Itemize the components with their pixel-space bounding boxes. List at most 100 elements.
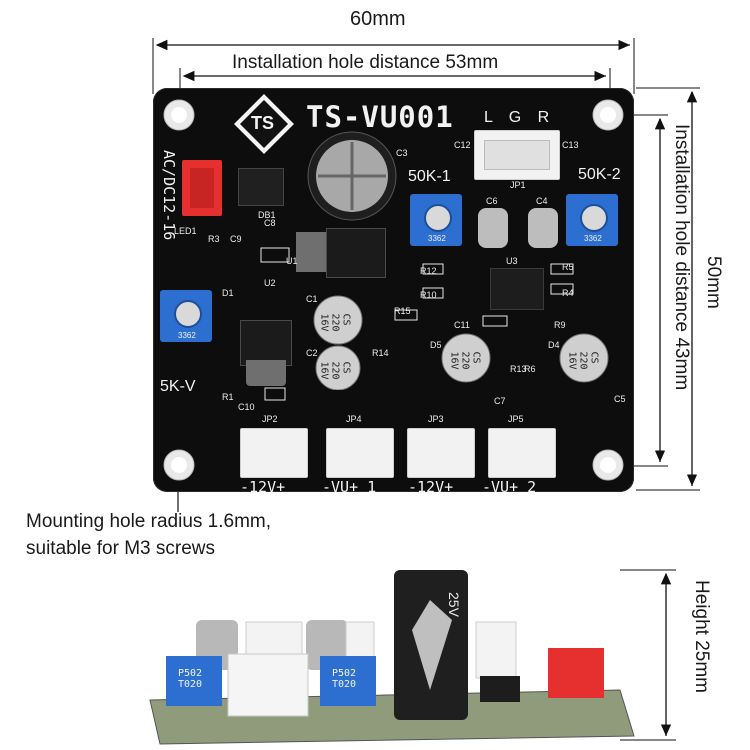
cap-text-cs: CS <box>340 361 352 374</box>
lgr-label: L G R <box>484 109 556 126</box>
side-cap-rating: 25V <box>446 592 462 617</box>
c6-label: C6 <box>486 196 498 206</box>
c8-label: C8 <box>264 218 276 228</box>
cap-text-c7: CS 220 16V <box>449 351 482 369</box>
d5-label: D5 <box>430 340 442 350</box>
pot-50k-2-knob <box>580 204 608 232</box>
width-dimension-label: 60mm <box>350 8 406 30</box>
capacitor-d5-area <box>441 333 491 383</box>
c5-label: C5 <box>614 394 626 404</box>
cap-text-16v: 16V <box>566 351 578 370</box>
c11-label: C11 <box>454 320 470 330</box>
ts-logo-text: TS <box>251 113 275 133</box>
pot-code-2: 3362 <box>584 234 602 243</box>
regulator-u2 <box>240 320 292 366</box>
jp1-slot <box>484 140 550 170</box>
board-title: TS-VU001 <box>306 100 454 134</box>
regulator-u2-tab <box>246 360 286 386</box>
c13-label: C13 <box>562 140 579 150</box>
r13-label: R13 <box>510 364 527 374</box>
c12-label: C12 <box>454 140 471 150</box>
connector-jp4[interactable] <box>326 428 394 478</box>
ts-logo <box>234 94 294 154</box>
jp3-label: -12V+ <box>408 478 454 496</box>
cap-text-c5: CS 220 16V <box>567 351 600 369</box>
pot-code-top: P502 <box>178 668 203 679</box>
r9-label: R9 <box>554 320 566 330</box>
capacitor-c5 <box>559 333 609 383</box>
pot-code-bottom: T020 <box>332 679 357 690</box>
r15-label: R15 <box>394 306 411 316</box>
connector-jp2[interactable] <box>240 428 308 478</box>
jp4-id: JP4 <box>346 414 362 424</box>
cap-text-220: 220 <box>459 351 471 370</box>
cap-text-cs: CS <box>588 351 600 364</box>
r10-label: R10 <box>420 290 437 300</box>
pot-code-top: P502 <box>332 668 357 679</box>
d4-label: D4 <box>548 340 560 350</box>
db1-label: DB1 <box>258 210 276 220</box>
c3-label: C3 <box>396 148 408 158</box>
caps-c1-c2 <box>313 295 363 390</box>
capacitor-c3 <box>307 131 397 221</box>
jp2-id: JP2 <box>262 414 278 424</box>
pot-code-3: 3362 <box>178 331 196 340</box>
regulator-u1-tab <box>296 232 326 272</box>
cap-text-c1: CS 220 16V <box>319 313 352 331</box>
height-dimension-label: 50mm <box>703 256 724 309</box>
side-height-label: Height 25mm <box>691 580 712 693</box>
cap-text-220: 220 <box>329 361 341 380</box>
side-pot1-code: P502 T020 <box>178 668 202 690</box>
cap-text-16v: 16V <box>318 313 330 332</box>
pot-code-bottom: T020 <box>178 679 203 690</box>
cap-text-16v: 16V <box>448 351 460 370</box>
r5-label: R5 <box>562 262 574 272</box>
connector-jp5[interactable] <box>488 428 556 478</box>
jp1-label: JP1 <box>510 180 526 190</box>
opamp-u3 <box>490 268 544 310</box>
cap-text-220: 220 <box>329 313 341 332</box>
u1-label: U1 <box>286 256 298 266</box>
jp4-label: -VU+ 1 <box>322 478 377 496</box>
r12-label: R12 <box>420 266 437 276</box>
mounting-hole-note-line2: suitable for M3 screws <box>26 538 216 559</box>
c2-label: C2 <box>306 348 318 358</box>
side-pot2-code: P502 T020 <box>332 668 356 690</box>
pot-left-label: 50K-1 <box>408 168 451 185</box>
jp5-id: JP5 <box>508 414 524 424</box>
connector-slot <box>190 168 214 208</box>
cap-text-16v: 16V <box>318 361 330 380</box>
r3-label: R3 <box>208 234 220 244</box>
pot-v-label: 5K-V <box>160 378 196 395</box>
c4-label: C4 <box>536 196 548 206</box>
jp2-label: -12V+ <box>240 478 286 496</box>
jp3-id: JP3 <box>428 414 444 424</box>
r1-label: R1 <box>222 392 234 402</box>
mounting-hole-note-line1: Mounting hole radius 1.6mm, <box>26 511 272 532</box>
r6-label: R6 <box>524 364 536 374</box>
u3-label: U3 <box>506 256 518 266</box>
c10-label: C10 <box>238 402 255 412</box>
pot-50k-1-knob <box>424 204 452 232</box>
r14-label: R14 <box>372 348 389 358</box>
u2-label: U2 <box>264 278 276 288</box>
jp5-label: -VU+ 2 <box>482 478 537 496</box>
small-caps-c6-c4 <box>478 208 558 248</box>
cap-text-220: 220 <box>577 351 589 370</box>
pot-5k-v-knob <box>174 300 202 328</box>
pot-right-label: 50K-2 <box>578 166 621 183</box>
d1-label: D1 <box>222 288 234 298</box>
install-hole-h-label: Installation hole distance 53mm <box>232 52 499 73</box>
pot-code-1: 3362 <box>428 234 446 243</box>
c7-label: C7 <box>494 396 506 406</box>
install-hole-v-label: Installation hole distance 43mm <box>671 124 692 391</box>
cap-text-c2: CS 220 16V <box>319 361 352 379</box>
rectifier-db1 <box>238 168 284 206</box>
connector-jp3[interactable] <box>407 428 475 478</box>
r4-label: R4 <box>562 288 574 298</box>
mounting-holes <box>163 99 624 481</box>
cap-text-cs: CS <box>340 313 352 326</box>
side-view <box>149 569 676 745</box>
led1-label: LED1 <box>174 226 197 236</box>
c9-label: C9 <box>230 234 242 244</box>
